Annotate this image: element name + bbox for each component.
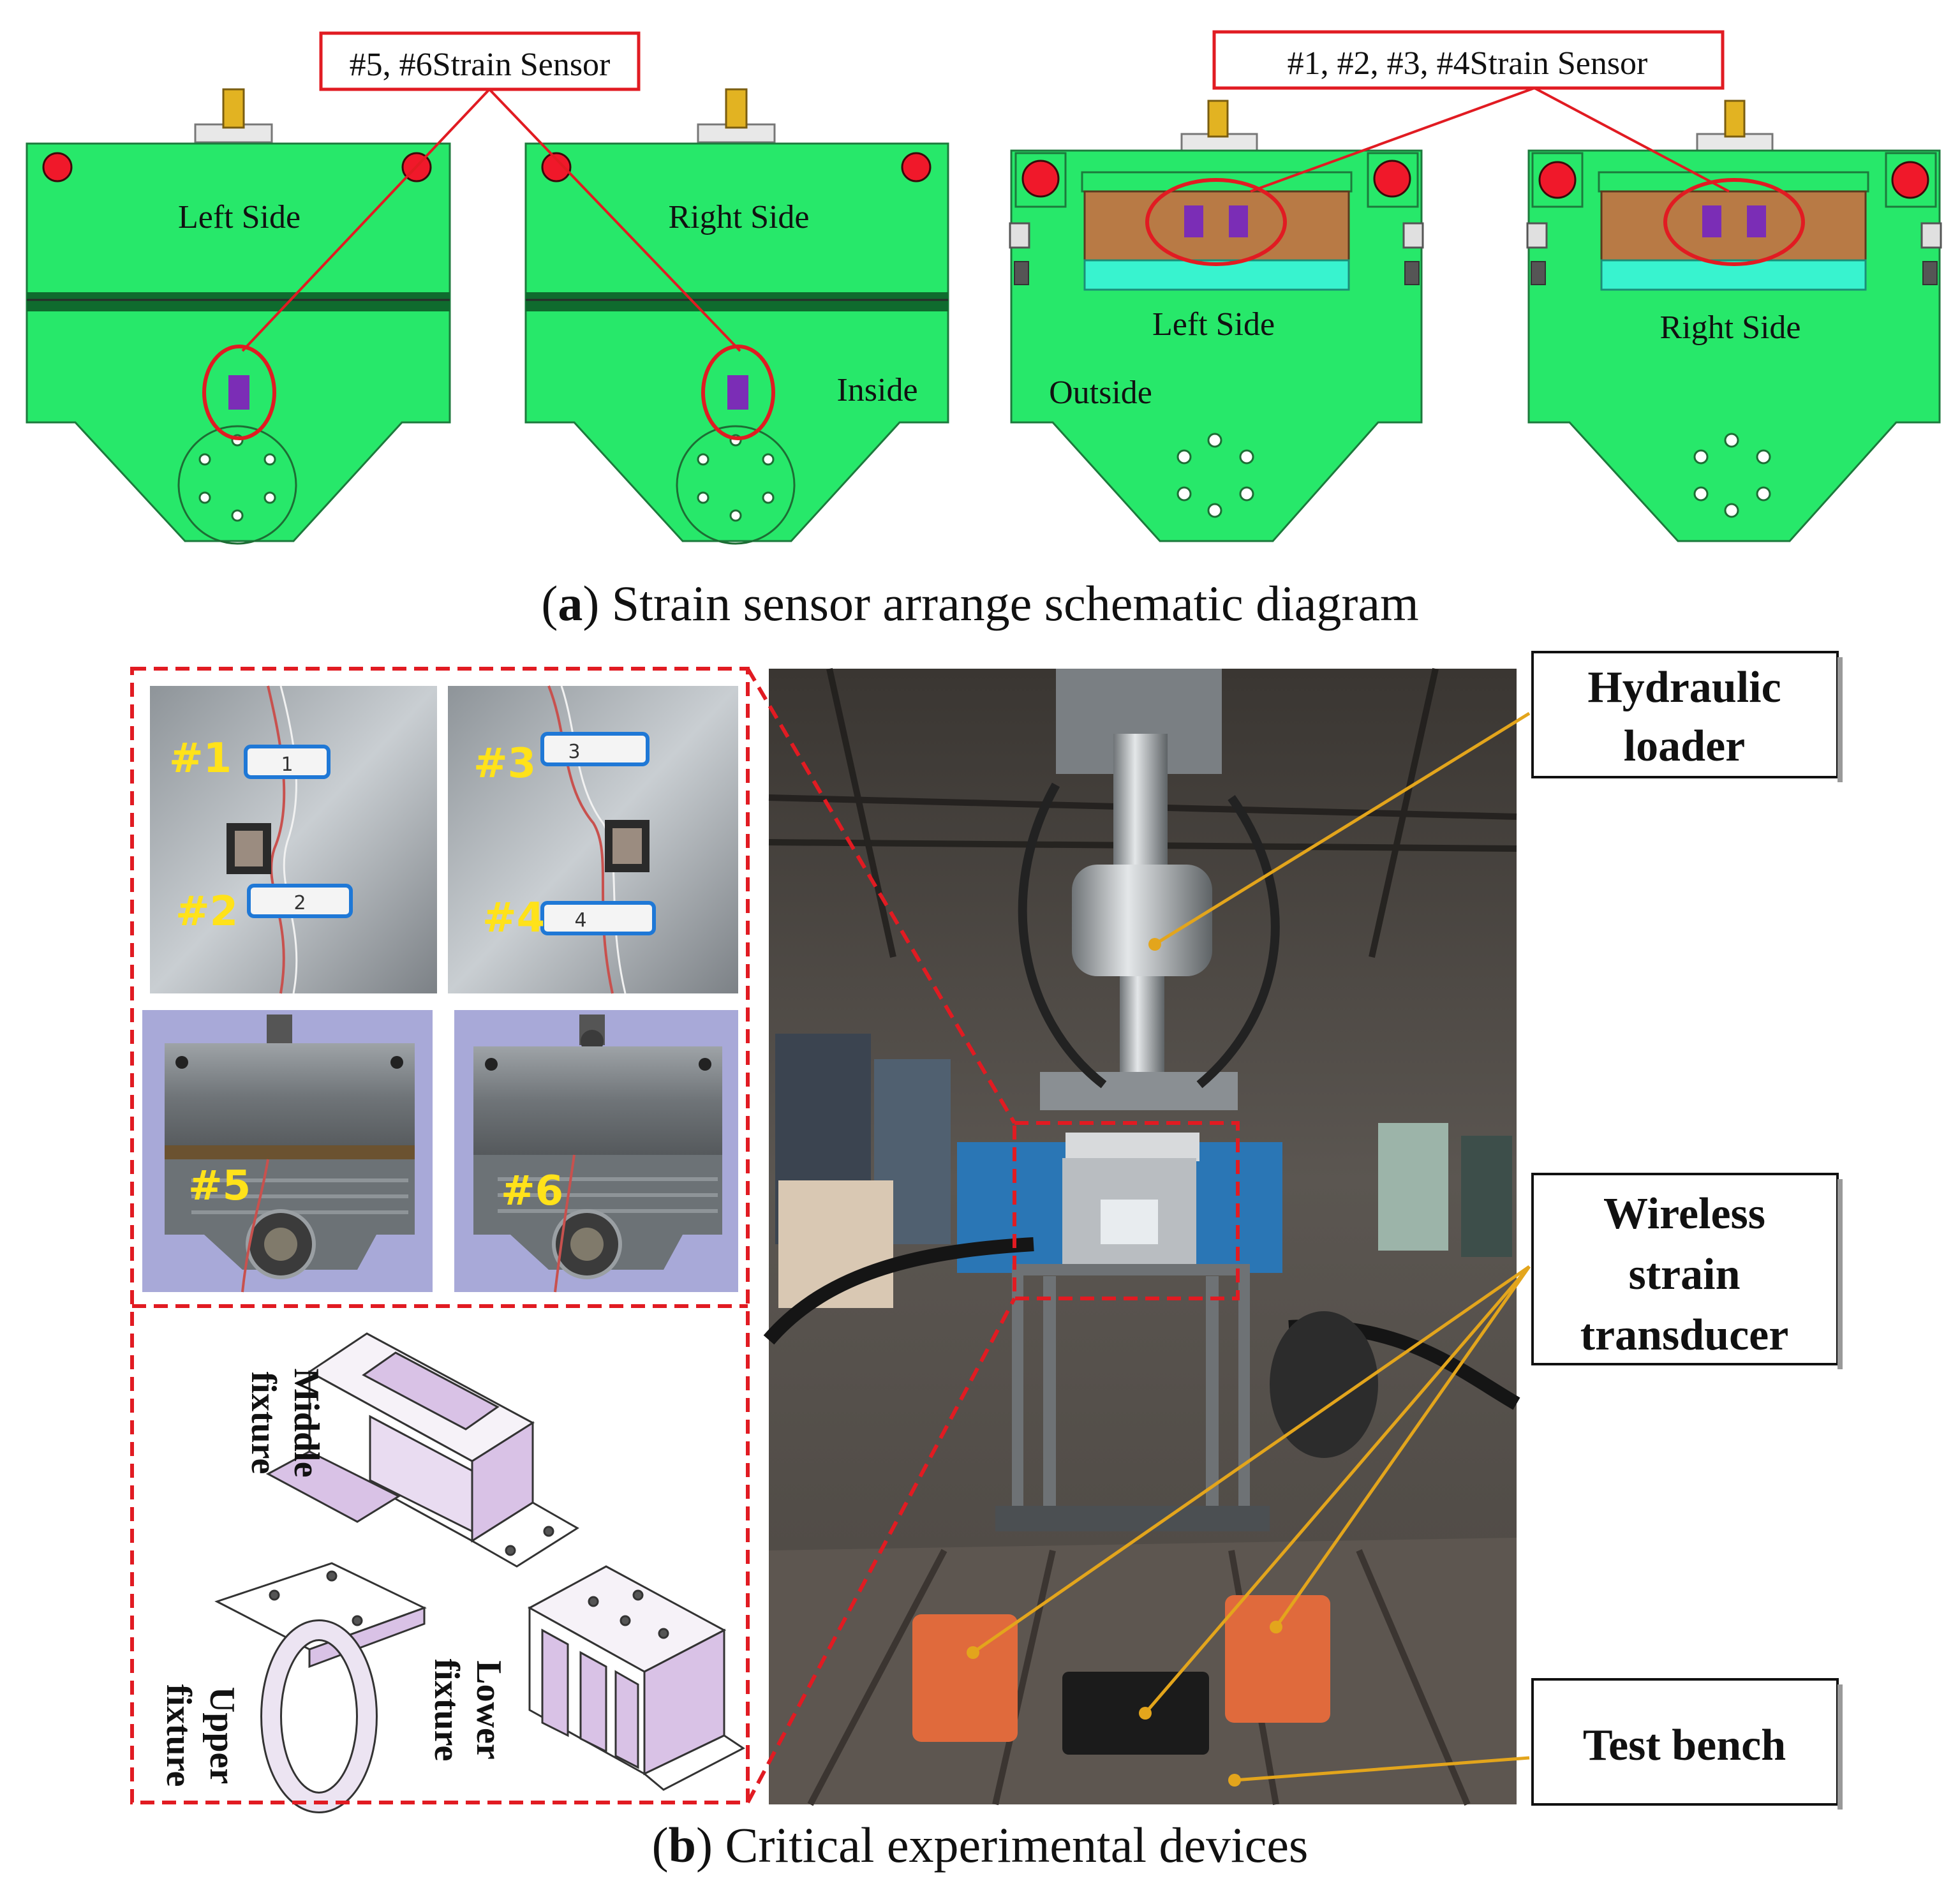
lower-fixture-label-1: Lower <box>469 1660 509 1760</box>
photo-label-6: #6 <box>501 1168 563 1215</box>
view4-label: Right Side <box>1659 309 1800 346</box>
lower-fixture-label-2: fixture <box>427 1659 466 1762</box>
label-hydraulic-line1: Hydraulic <box>1587 663 1781 712</box>
callout-right-text: #1, #2, #3, #4Strain Sensor <box>1288 45 1648 82</box>
caption-b: (b) Critical experimental devices <box>652 1817 1309 1873</box>
photo-label-4: #4 <box>482 895 545 942</box>
leader-lines <box>972 711 1531 1782</box>
photo-sensor-5: #5 <box>142 1010 433 1293</box>
sensor-6-marker <box>727 375 748 410</box>
lower-fixture-drawing <box>527 1565 745 1791</box>
view-right-side-top: Right Side <box>1526 100 1942 542</box>
caption-a-letter: a <box>558 576 583 631</box>
photo-label-3: #3 <box>473 740 536 787</box>
middle-fixture-label-2: fixture <box>244 1372 283 1475</box>
photo-sensors-1-2: 1 2 #1 #2 <box>150 685 437 994</box>
label-test-bench-text: Test bench <box>1583 1721 1786 1770</box>
view-left-side-top: Left Side Outside <box>1009 100 1424 542</box>
upper-fixture-label-2: fixture <box>159 1684 198 1787</box>
tag-1: 1 <box>281 754 293 776</box>
callout-left-text: #5, #6Strain Sensor <box>350 47 611 83</box>
callout-right: #1, #2, #3, #4Strain Sensor <box>1212 30 1730 193</box>
label-wireless-line3: transducer <box>1580 1311 1789 1360</box>
middle-fixture-drawing <box>265 1332 579 1568</box>
tag-3: 3 <box>568 741 580 763</box>
upper-fixture-drawing <box>214 1562 427 1813</box>
label-hydraulic-line2: loader <box>1624 722 1746 771</box>
caption-b-letter: b <box>669 1817 696 1873</box>
caption-b-text: ) Critical experimental devices <box>696 1817 1308 1873</box>
middle-fixture-label-1: Middle <box>286 1368 326 1477</box>
upper-fixture-label-1: Upper <box>202 1687 242 1784</box>
photo-label-1: #1 <box>169 735 232 782</box>
test-rig-photo <box>763 667 1520 1806</box>
tag-2: 2 <box>293 892 306 914</box>
callout-left: #5, #6Strain Sensor <box>241 31 741 352</box>
label-wireless-strain-transducer: Wireless strain transducer <box>1531 1173 1843 1369</box>
photo-sensors-3-4: 3 4 #3 #4 <box>448 685 738 994</box>
caption-a: (a) Strain sensor arrange schematic diag… <box>541 576 1418 631</box>
sensor-5-marker <box>228 375 249 410</box>
view2-inside-label: Inside <box>836 372 917 408</box>
tag-4: 4 <box>574 909 586 932</box>
label-hydraulic-loader: Hydraulic loader <box>1531 651 1843 782</box>
view1-label: Left Side <box>178 199 301 235</box>
label-wireless-line1: Wireless <box>1603 1189 1765 1238</box>
view3-outside-label: Outside <box>1049 375 1152 411</box>
view2-label: Right Side <box>668 199 809 235</box>
photo-label-2: #2 <box>175 888 238 935</box>
caption-a-text: ) Strain sensor arrange schematic diagra… <box>583 576 1418 631</box>
view3-label: Left Side <box>1152 306 1275 343</box>
view-left-side-front: Left Side <box>26 88 451 545</box>
label-test-bench: Test bench <box>1531 1678 1843 1810</box>
label-wireless-line2: strain <box>1629 1250 1741 1299</box>
inset-panel: 1 2 #1 #2 3 4 #3 #4 <box>130 667 750 1813</box>
view-right-side-front: Right Side Inside <box>524 88 949 545</box>
photo-label-5: #5 <box>188 1163 251 1210</box>
photo-sensor-6: #6 <box>454 1010 738 1293</box>
